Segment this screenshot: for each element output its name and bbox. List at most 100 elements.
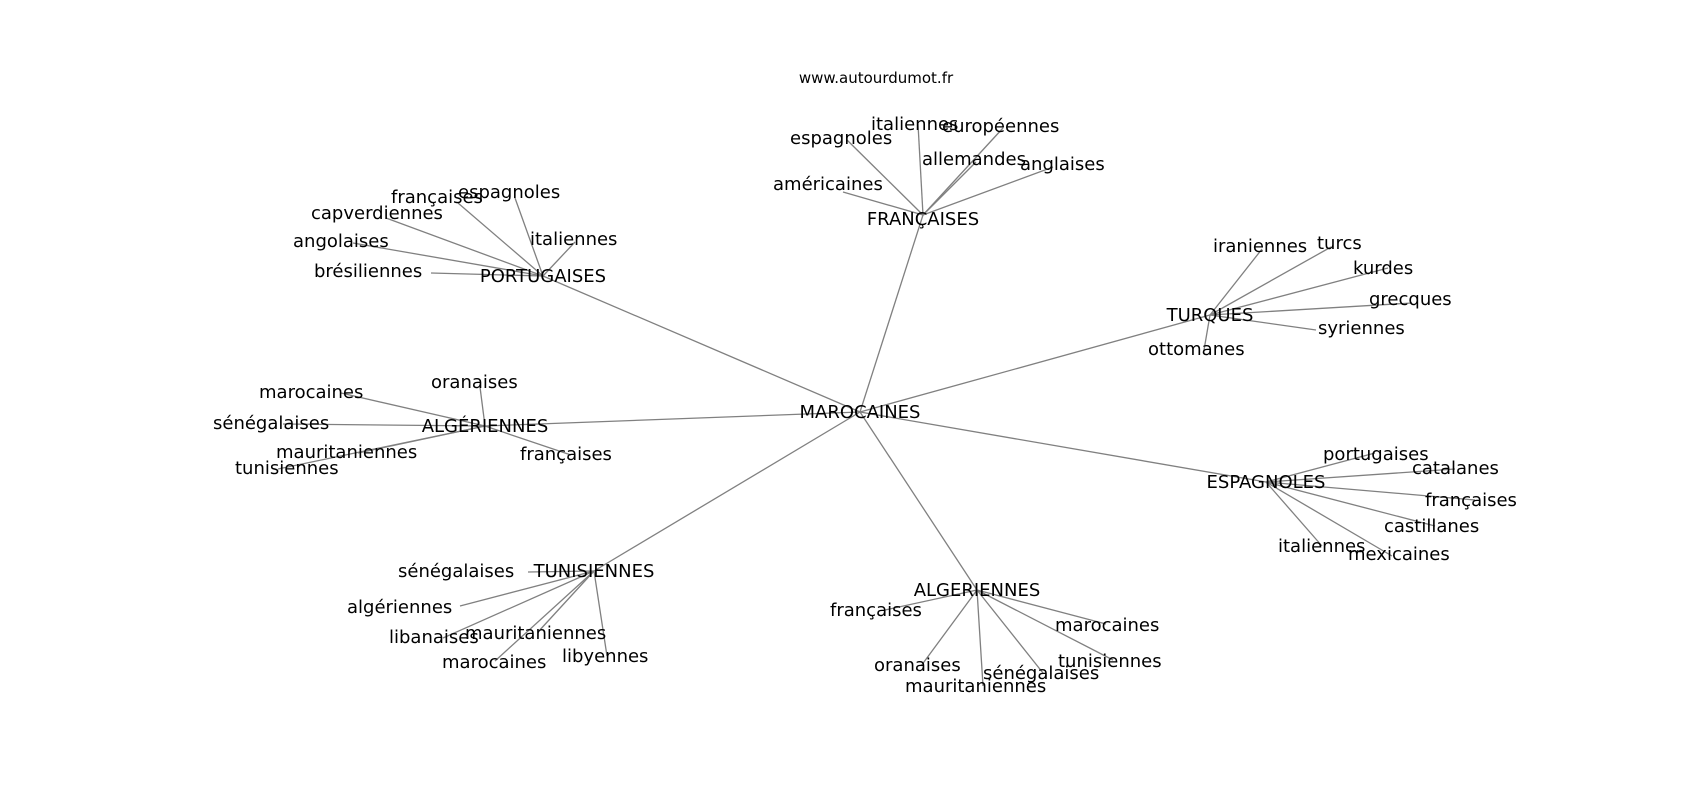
leaf-label: américaines — [773, 174, 883, 195]
edge-hub-leaf — [1265, 452, 1376, 483]
edge-center-hub — [484, 411, 861, 427]
edge-hub-leaf — [917, 123, 924, 216]
edge-hub-leaf — [277, 425, 486, 470]
edge-hub-leaf — [1265, 481, 1323, 547]
leaf-label: allemandes — [922, 149, 1026, 170]
hub-label: PORTUGAISES — [480, 266, 606, 287]
edge-hub-leaf — [922, 161, 977, 216]
graph-edges — [277, 123, 1476, 687]
edge-center-hub — [593, 411, 861, 572]
edge-hub-leaf — [922, 127, 1004, 216]
edge-hub-leaf — [542, 241, 576, 277]
leaf-label: marocaines — [442, 652, 546, 673]
edge-hub-leaf — [976, 589, 1107, 625]
leaf-label: iraniennes — [1213, 236, 1307, 257]
leaf-label: capverdiennes — [311, 203, 443, 224]
edge-hub-leaf — [340, 392, 486, 427]
leaf-label: mauritaniennes — [276, 442, 417, 463]
leaf-label: tunisiennes — [1058, 651, 1162, 672]
leaf-label: françaises — [391, 187, 483, 208]
leaf-label: européennes — [942, 116, 1059, 137]
edge-hub-leaf — [1203, 314, 1211, 351]
leaf-label: castillanes — [1384, 516, 1479, 537]
edge-hub-leaf — [1209, 314, 1317, 331]
edge-hub-leaf — [1209, 267, 1389, 316]
edge-hub-leaf — [430, 272, 544, 277]
leaf-label: oranaises — [874, 655, 961, 676]
edge-hub-leaf — [1209, 246, 1332, 316]
leaf-label: mauritaniennes — [905, 676, 1046, 697]
graph-labels: espagnolesitalienneseuropéennesallemande… — [213, 114, 1517, 697]
edge-hub-leaf — [537, 570, 595, 633]
edge-hub-leaf — [842, 191, 924, 216]
leaf-label: libanaises — [389, 627, 479, 648]
leaf-label: anglaises — [1020, 154, 1105, 175]
edge-center-hub — [859, 411, 978, 591]
hub-label: ALGÉRIENNES — [422, 415, 549, 437]
leaf-label: sénégalaises — [213, 413, 329, 434]
leaf-label: italiennes — [530, 229, 617, 250]
edge-hub-leaf — [282, 423, 486, 427]
edge-hub-leaf — [1265, 481, 1476, 501]
leaf-label: grecques — [1369, 289, 1452, 310]
edge-hub-leaf — [920, 589, 978, 667]
edge-hub-leaf — [1265, 481, 1436, 527]
hub-label: TUNISIENNES — [533, 561, 655, 582]
leaf-label: libyennes — [562, 646, 648, 667]
leaf-label: espagnoles — [790, 128, 892, 149]
leaf-label: brésiliennes — [314, 261, 422, 282]
leaf-label: ottomanes — [1148, 339, 1245, 360]
edge-hub-leaf — [846, 139, 924, 216]
edge-hub-leaf — [385, 217, 544, 277]
leaf-label: françaises — [1425, 490, 1517, 511]
edge-hub-leaf — [457, 202, 544, 277]
leaf-label: turcs — [1317, 233, 1362, 254]
center-label: MAROCAINES — [800, 402, 921, 423]
edge-center-hub — [859, 314, 1211, 413]
edge-hub-leaf — [884, 589, 978, 611]
leaf-label: portugaises — [1323, 444, 1429, 465]
hub-label: ESPAGNOLES — [1207, 472, 1326, 493]
edge-hub-leaf — [976, 589, 984, 687]
leaf-label: marocaines — [1055, 615, 1159, 636]
leaf-label: françaises — [830, 600, 922, 621]
edge-hub-leaf — [479, 386, 486, 427]
edge-center-hub — [859, 411, 1267, 483]
hub-label: FRANÇAISES — [867, 209, 979, 230]
leaf-label: oranaises — [431, 372, 518, 393]
leaf-label: kurdes — [1353, 258, 1413, 279]
edge-center-hub — [542, 275, 861, 413]
edge-hub-leaf — [484, 425, 572, 456]
leaf-label: sénégalaises — [983, 663, 1099, 684]
leaf-label: marocaines — [259, 382, 363, 403]
leaf-label: italiennes — [871, 114, 958, 135]
edge-hub-leaf — [1209, 302, 1413, 316]
edge-hub-leaf — [527, 570, 595, 573]
edge-hub-leaf — [922, 166, 1054, 216]
edge-hub-leaf — [976, 589, 1114, 661]
leaf-label: italiennes — [1278, 536, 1365, 557]
edge-hub-leaf — [494, 570, 595, 662]
edge-hub-leaf — [1265, 468, 1456, 483]
leaf-label: sénégalaises — [398, 561, 514, 582]
watermark-text: www.autourdumot.fr — [799, 69, 954, 87]
edge-center-hub — [859, 214, 924, 413]
edge-hub-leaf — [1265, 481, 1393, 557]
edge-hub-leaf — [1209, 248, 1263, 316]
edge-hub-leaf — [514, 197, 544, 277]
leaf-label: angolaises — [293, 231, 389, 252]
edge-hub-leaf — [352, 242, 544, 277]
leaf-label: mexicaines — [1348, 544, 1450, 565]
leaf-label: tunisiennes — [235, 458, 339, 479]
edge-hub-leaf — [442, 570, 595, 639]
edge-hub-leaf — [976, 589, 1044, 674]
hub-label: TURQUES — [1166, 305, 1254, 326]
leaf-label: mauritaniennes — [465, 623, 606, 644]
leaf-label: algériennes — [347, 597, 452, 618]
leaf-label: françaises — [520, 444, 612, 465]
edge-hub-leaf — [593, 570, 608, 657]
leaf-label: catalanes — [1412, 458, 1499, 479]
leaf-label: espagnoles — [458, 182, 560, 203]
hub-label: ALGERIENNES — [914, 580, 1041, 601]
